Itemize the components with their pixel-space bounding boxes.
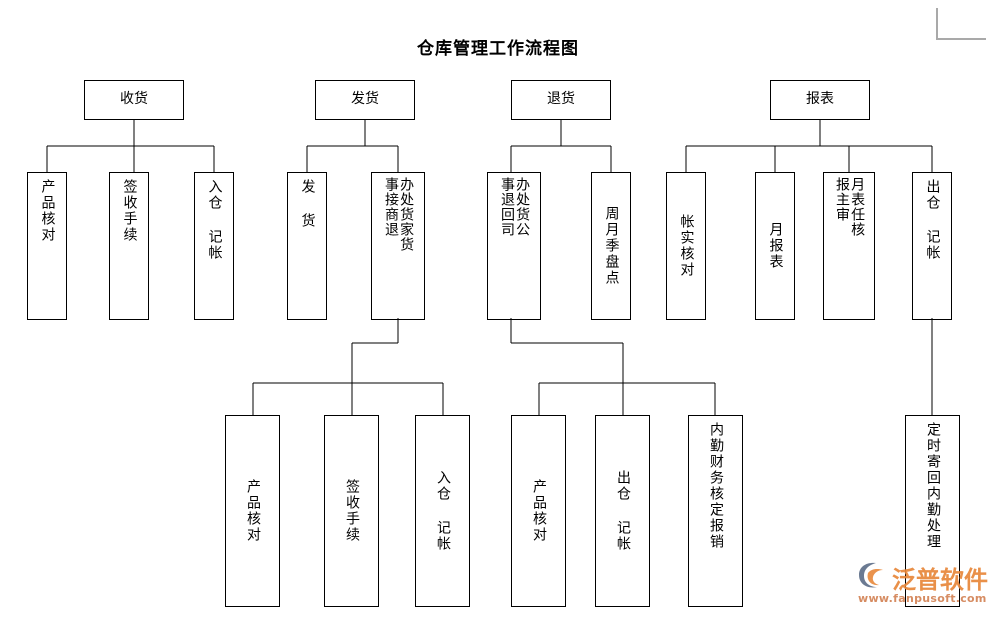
- node-dingshi-jihui-neiqin-chuli[interactable]: 定时寄回内勤处理: [905, 415, 960, 607]
- node-chucang-jizhang-2[interactable]: 出仓 记帐: [595, 415, 650, 607]
- node-label: 产品核对: [531, 479, 548, 543]
- node-label: 定时寄回内勤处理: [925, 422, 942, 550]
- node-chanpin-hedui-1[interactable]: 产品核对: [27, 172, 67, 320]
- node-label: 发 货: [299, 179, 316, 229]
- node-chanpin-hedui-3[interactable]: 产品核对: [511, 415, 566, 607]
- node-label: 产品核对: [39, 179, 56, 243]
- node-neiqin-caiwu-hedin-baoxiao[interactable]: 内勤财务核定报销: [688, 415, 743, 607]
- node-label-col-left: 办处货公: [514, 177, 531, 237]
- node-shouhuo[interactable]: 收货: [84, 80, 184, 120]
- node-tuihuo[interactable]: 退货: [511, 80, 611, 120]
- node-chanpin-hedui-2[interactable]: 产品核对: [225, 415, 280, 607]
- node-label: 内勤财务核定报销: [708, 422, 725, 550]
- node-label-col-right: 事接商退: [383, 177, 399, 237]
- page-corner-mark-icon: [936, 8, 986, 40]
- node-label: 出仓 记帐: [924, 179, 941, 261]
- node-label: 出仓 记帐: [615, 470, 632, 552]
- node-label: 收货: [120, 91, 148, 108]
- node-label: 月报表: [767, 222, 784, 270]
- page-title: 仓库管理工作流程图: [417, 39, 579, 59]
- node-qianshou-shouxu-2[interactable]: 签收手续: [324, 415, 379, 607]
- node-baobiao[interactable]: 报表: [770, 80, 870, 120]
- node-label-col-right: 事退回司: [499, 177, 515, 237]
- node-tuihui-gongsi[interactable]: 事退回司 办处货公: [487, 172, 541, 320]
- node-label-col-left: 月表任核: [849, 177, 866, 237]
- node-yuebaobiao-zhuren-shenhe[interactable]: 报主审 月表任核: [823, 172, 875, 320]
- node-label: 签收手续: [344, 479, 361, 543]
- node-fahuo[interactable]: 发货: [315, 80, 415, 120]
- node-qianshou-shouxu-1[interactable]: 签收手续: [109, 172, 149, 320]
- node-label: 退货: [547, 91, 575, 108]
- node-rucang-jizhang-1[interactable]: 入仓 记帐: [194, 172, 234, 320]
- node-label: 入仓 记帐: [206, 179, 223, 261]
- node-label: 发货: [351, 91, 379, 108]
- node-label: 周月季盘点: [603, 206, 620, 286]
- node-rucang-jizhang-2[interactable]: 入仓 记帐: [415, 415, 470, 607]
- node-label: 签收手续: [121, 179, 138, 243]
- node-jie-shangjia-tuihuo[interactable]: 事接商退 办处货家货: [371, 172, 425, 320]
- node-label: 报表: [806, 91, 834, 108]
- node-zhangshi-hedui[interactable]: 帐实核对: [666, 172, 706, 320]
- node-yue-baobiao[interactable]: 月报表: [755, 172, 795, 320]
- node-label: 产品核对: [245, 479, 262, 543]
- node-chucang-jizhang-1[interactable]: 出仓 记帐: [912, 172, 952, 320]
- node-zhou-yue-ji-pandian[interactable]: 周月季盘点: [591, 172, 631, 320]
- node-label-col-right: 报主审: [834, 177, 850, 222]
- node-label: 入仓 记帐: [435, 470, 452, 552]
- node-fahuo-child[interactable]: 发 货: [287, 172, 327, 320]
- node-label-col-left: 办处货家货: [398, 177, 415, 252]
- node-label: 帐实核对: [678, 214, 695, 278]
